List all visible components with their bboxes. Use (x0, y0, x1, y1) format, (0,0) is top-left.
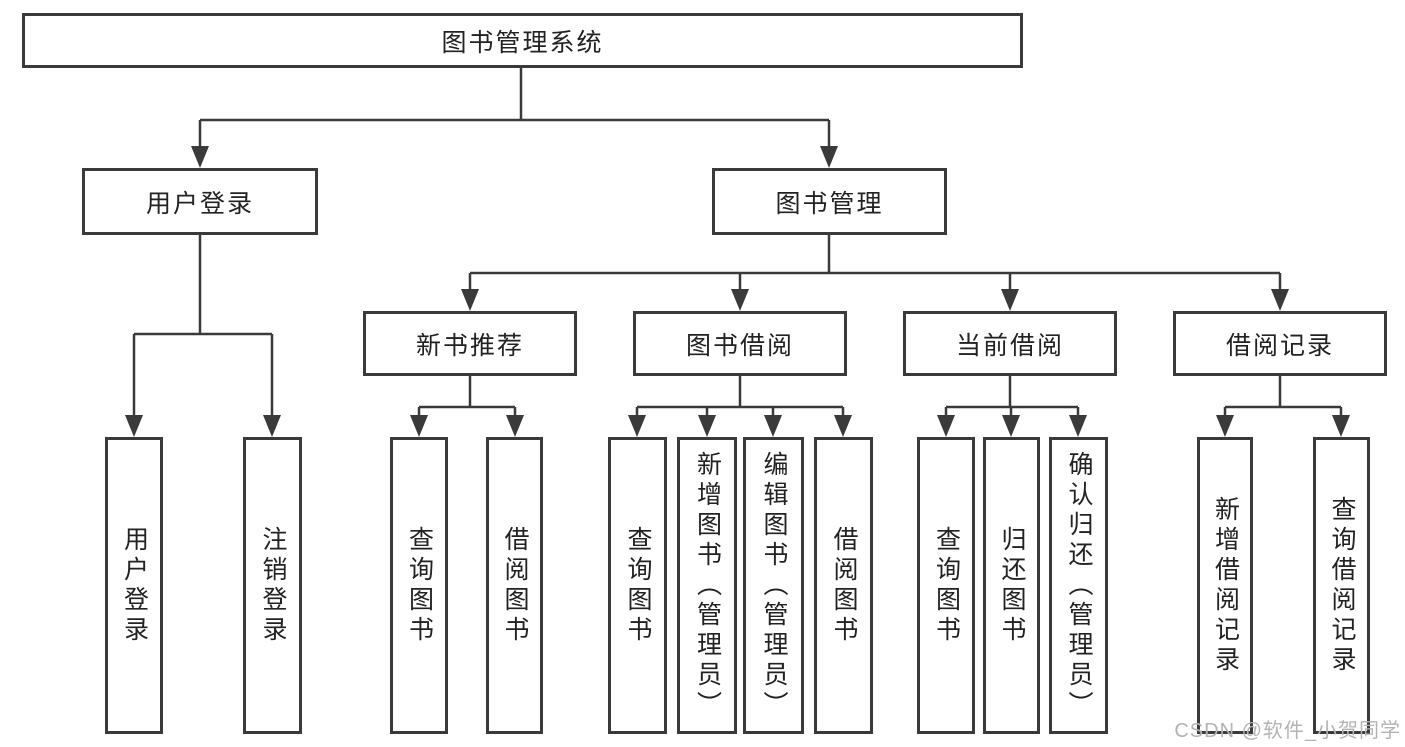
leaf-user-login: 用户登录 (105, 437, 163, 734)
leaf-query-books-borrow: 查询图书 (608, 437, 667, 734)
leaf-add-borrow-record: 新增借阅记录 (1197, 437, 1253, 734)
leaf-borrow-books: 借阅图书 (814, 437, 873, 734)
leaf-label: 新增图书（管理员） (693, 450, 722, 721)
node-user-login: 用户登录 (82, 168, 318, 235)
leaf-label: 注销登录 (259, 525, 287, 646)
leaf-label: 用户登录 (120, 525, 149, 646)
leaf-label: 查询图书 (624, 525, 652, 646)
leaf-label: 借阅图书 (830, 525, 858, 646)
leaf-query-borrow-record: 查询借阅记录 (1313, 437, 1370, 734)
node-borrow-records: 借阅记录 (1173, 311, 1387, 376)
leaf-label: 查询图书 (405, 525, 434, 646)
leaf-label: 查询借阅记录 (1328, 495, 1356, 676)
leaf-borrow-books-recommend: 借阅图书 (486, 437, 543, 734)
leaf-label: 借阅图书 (501, 525, 529, 646)
node-new-book-recommend: 新书推荐 (363, 311, 577, 376)
leaf-query-books-current: 查询图书 (917, 437, 975, 734)
node-book-borrow: 图书借阅 (633, 311, 847, 376)
leaf-query-books-recommend: 查询图书 (390, 437, 448, 734)
leaf-edit-book-admin: 编辑图书（管理员） (743, 437, 804, 734)
leaf-return-book: 归还图书 (983, 437, 1040, 734)
leaf-add-book-admin: 新增图书（管理员） (677, 437, 737, 734)
leaf-label: 归还图书 (998, 525, 1026, 646)
leaf-label: 编辑图书（管理员） (760, 450, 788, 721)
node-root: 图书管理系统 (22, 13, 1023, 68)
node-current-borrow: 当前借阅 (903, 311, 1117, 376)
watermark: CSDN @软件_小贺同学 (1174, 720, 1401, 742)
leaf-label: 查询图书 (932, 525, 961, 646)
leaf-confirm-return-admin: 确认归还（管理员） (1049, 437, 1108, 734)
leaf-label: 确认归还（管理员） (1065, 450, 1093, 721)
leaf-label: 新增借阅记录 (1211, 495, 1240, 676)
node-book-management: 图书管理 (712, 168, 947, 235)
leaf-logout: 注销登录 (243, 437, 302, 734)
